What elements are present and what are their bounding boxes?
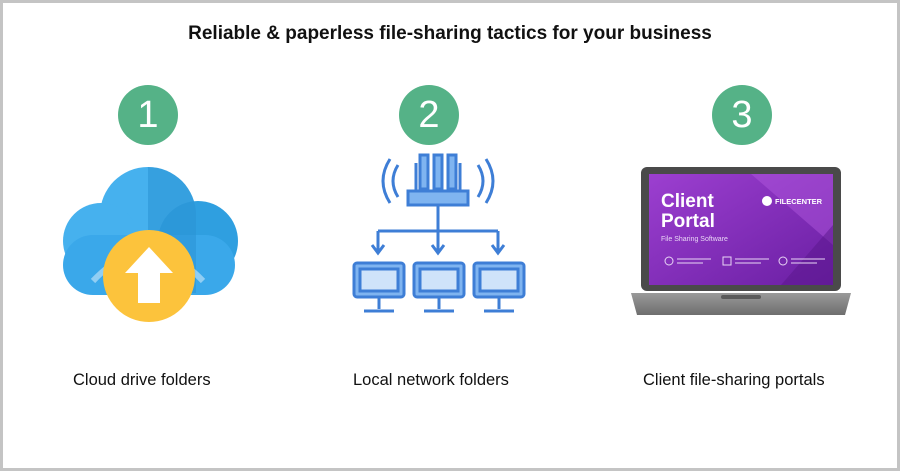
feature-icons bbox=[664, 256, 825, 266]
cloud-upload-icon bbox=[63, 167, 238, 322]
filecenter-logo-icon bbox=[762, 196, 772, 206]
upload-badge bbox=[103, 230, 195, 322]
step-1-badge: 1 bbox=[118, 85, 178, 145]
laptop-portal-image: Client Portal File Sharing Software FILE… bbox=[631, 167, 851, 315]
step-2-caption: Local network folders bbox=[353, 371, 509, 389]
page-title: Reliable & paperless file-sharing tactic… bbox=[188, 23, 712, 44]
network-icon bbox=[352, 153, 526, 313]
step-2-badge: 2 bbox=[399, 85, 459, 145]
portal-heading-line1: Client bbox=[661, 191, 714, 212]
step-1-caption: Cloud drive folders bbox=[73, 371, 211, 389]
computer-icon bbox=[352, 261, 406, 313]
portal-brand: FILECENTER bbox=[775, 197, 823, 206]
laptop-base bbox=[631, 293, 851, 315]
computer-icon bbox=[412, 261, 466, 313]
step-3-badge: 3 bbox=[712, 85, 772, 145]
portal-heading-line2: Portal bbox=[661, 211, 715, 232]
router-icon bbox=[381, 153, 495, 207]
computer-icon bbox=[472, 261, 526, 313]
portal-subtitle: File Sharing Software bbox=[661, 236, 728, 243]
step-3-caption: Client file-sharing portals bbox=[643, 371, 825, 389]
network-lines bbox=[370, 205, 506, 256]
